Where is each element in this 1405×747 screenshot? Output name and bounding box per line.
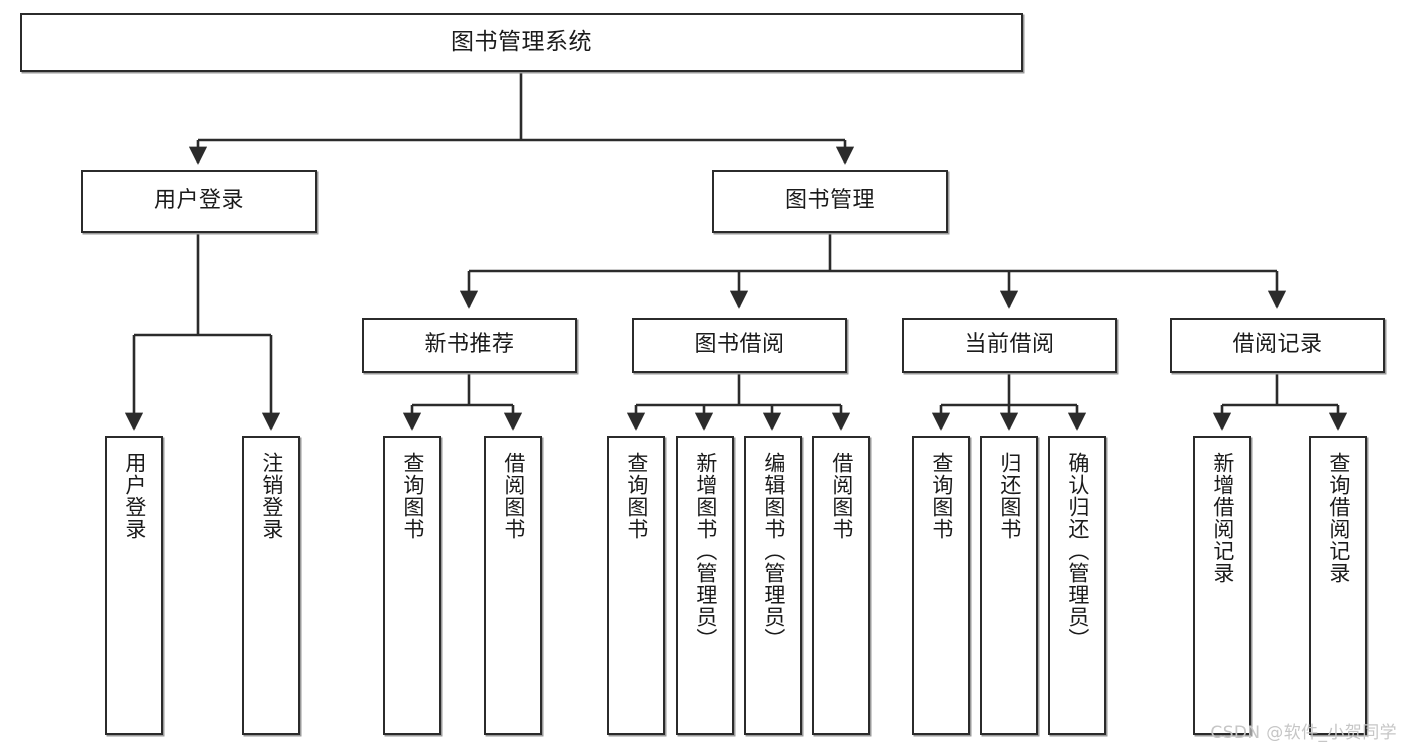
node-user-login-label: 用户登录 <box>153 188 244 214</box>
leaf-logout[interactable]: 注销登录 <box>242 436 300 735</box>
leaf-add-book-admin-label: 新增图书（管理员） <box>693 452 718 650</box>
leaf-query-book-label: 查询图书 <box>624 452 649 540</box>
leaf-query-book-recommend-label: 查询图书 <box>400 452 425 540</box>
node-root-label: 图书管理系统 <box>451 28 592 55</box>
leaf-add-book-admin[interactable]: 新增图书（管理员） <box>676 436 734 735</box>
leaf-query-borrow-record-label: 查询借阅记录 <box>1326 452 1351 584</box>
leaf-edit-book-admin-label: 编辑图书（管理员） <box>761 452 786 650</box>
leaf-borrow-book-recommend-label: 借阅图书 <box>501 452 526 540</box>
leaf-borrow-book-label: 借阅图书 <box>829 452 854 540</box>
leaf-query-book-current-label: 查询图书 <box>929 452 954 540</box>
leaf-add-borrow-record[interactable]: 新增借阅记录 <box>1193 436 1251 735</box>
node-borrow-records-label: 借阅记录 <box>1232 332 1323 358</box>
node-current-borrow[interactable]: 当前借阅 <box>902 318 1117 373</box>
leaf-user-login[interactable]: 用户登录 <box>105 436 163 735</box>
leaf-return-book-label: 归还图书 <box>997 452 1022 540</box>
node-current-borrow-label: 当前借阅 <box>964 332 1055 358</box>
leaf-add-borrow-record-label: 新增借阅记录 <box>1210 452 1235 584</box>
node-book-borrow[interactable]: 图书借阅 <box>632 318 847 373</box>
leaf-borrow-book-recommend[interactable]: 借阅图书 <box>484 436 542 735</box>
node-root[interactable]: 图书管理系统 <box>20 13 1023 72</box>
node-new-book-recommend-label: 新书推荐 <box>424 332 515 358</box>
node-new-book-recommend[interactable]: 新书推荐 <box>362 318 577 373</box>
leaf-logout-label: 注销登录 <box>259 452 284 540</box>
leaf-query-book-recommend[interactable]: 查询图书 <box>383 436 441 735</box>
leaf-confirm-return-admin[interactable]: 确认归还（管理员） <box>1048 436 1106 735</box>
leaf-return-book[interactable]: 归还图书 <box>980 436 1038 735</box>
node-borrow-records[interactable]: 借阅记录 <box>1170 318 1385 373</box>
leaf-query-borrow-record[interactable]: 查询借阅记录 <box>1309 436 1367 735</box>
node-book-borrow-label: 图书借阅 <box>694 332 785 358</box>
leaf-query-book-current[interactable]: 查询图书 <box>912 436 970 735</box>
leaf-confirm-return-admin-label: 确认归还（管理员） <box>1065 452 1090 650</box>
leaf-query-book[interactable]: 查询图书 <box>607 436 665 735</box>
node-book-management[interactable]: 图书管理 <box>712 170 948 233</box>
node-book-management-label: 图书管理 <box>784 188 875 214</box>
leaf-edit-book-admin[interactable]: 编辑图书（管理员） <box>744 436 802 735</box>
node-user-login[interactable]: 用户登录 <box>81 170 317 233</box>
leaf-borrow-book[interactable]: 借阅图书 <box>812 436 870 735</box>
leaf-user-login-label: 用户登录 <box>122 452 147 540</box>
watermark: CSDN @软件_小贺同学 <box>1210 723 1397 743</box>
